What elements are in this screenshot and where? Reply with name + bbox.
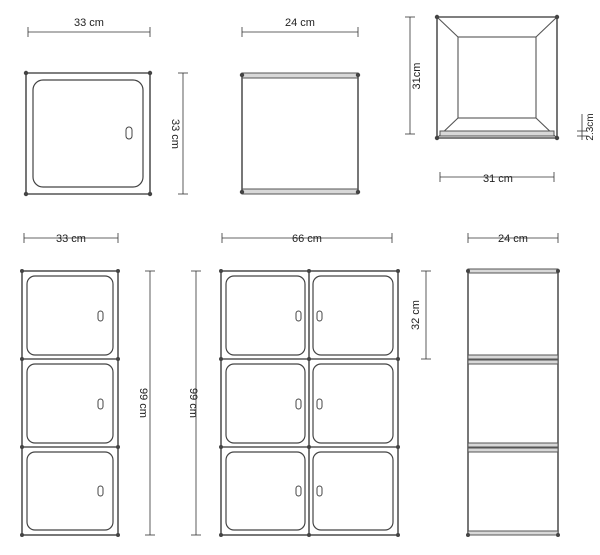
- door-handle: [125, 126, 133, 140]
- cube-width-label: 33 cm: [74, 17, 104, 29]
- wide-door-4: [312, 363, 394, 444]
- tall-width-label: 33 cm: [56, 233, 86, 245]
- tall-height-label: 99 cm: [137, 388, 149, 418]
- wide-door-2: [312, 275, 394, 356]
- cube-front-view: 33 cm 33 cm: [23, 17, 188, 197]
- tall-door-3: [26, 451, 114, 531]
- wide-door-6: [312, 451, 394, 531]
- wide-unit-front-view: 66 cm 99 cm 32 cm: [187, 233, 431, 537]
- cube-inner-view: 31cm 2.3cm 31 cm: [405, 14, 596, 185]
- side-unit-view: 24 cm: [466, 233, 560, 537]
- cube-door: [32, 79, 144, 188]
- tall-unit-front-view: 33 cm 99 cm: [20, 233, 155, 537]
- inner-height-label: 31cm: [411, 63, 423, 90]
- wide-door-1: [225, 275, 306, 356]
- panel-depth-label: 2.3cm: [585, 113, 596, 140]
- wide-door-3: [225, 363, 306, 444]
- wide-width-label: 66 cm: [292, 233, 322, 245]
- side-depth-label: 24 cm: [498, 233, 528, 245]
- wide-height-label: 99 cm: [187, 388, 199, 418]
- bottom-panel-edge: [241, 188, 359, 195]
- tall-door-1: [26, 275, 114, 356]
- wide-door-5: [225, 451, 306, 531]
- cube-depth-label: 24 cm: [285, 17, 315, 29]
- tall-door-2: [26, 363, 114, 444]
- cube-height-label: 33 cm: [169, 119, 181, 149]
- top-panel-edge: [241, 72, 359, 79]
- wide-cell-height-label: 32 cm: [410, 300, 422, 330]
- cube-side-view: 24 cm: [239, 17, 361, 195]
- inner-width-label: 31 cm: [483, 173, 513, 185]
